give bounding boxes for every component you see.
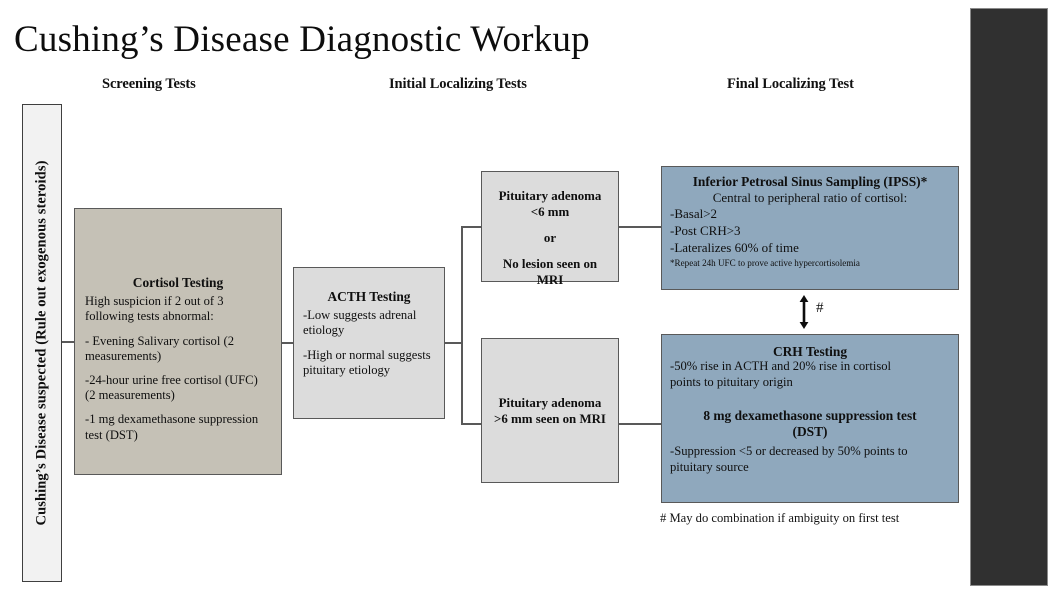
cortisol-line-4: -1 mg dexamethasone suppression test (DS… (85, 412, 259, 442)
cortisol-line-3: -24-hour urine free cortisol (UFC) (2 me… (85, 373, 258, 403)
mri-small-line-1: Pituitary adenoma (498, 189, 602, 203)
acth-line-2: -High or normal suggests pituitary etiol… (303, 347, 431, 377)
right-dark-panel (970, 8, 1048, 586)
crh-dst-title-a: 8 mg dexamethasone suppression test (703, 408, 917, 424)
crh-line-3: -Suppression <5 or decreased by 50% poin… (670, 444, 908, 459)
ipss-footnote: *Repeat 24h UFC to prove active hypercor… (670, 258, 860, 269)
box-cortisol-testing: Cortisol Testing High suspicion if 2 out… (74, 208, 282, 475)
box-mri-adenoma-small: Pituitary adenoma <6 mm or No lesion see… (481, 171, 619, 287)
page-title: Cushing’s Disease Diagnostic Workup (14, 19, 590, 60)
mri-small-line-4: No lesion seen on (502, 257, 598, 271)
mri-small-line-5: MRI (536, 273, 564, 287)
acth-title: ACTH Testing (327, 289, 411, 304)
arrow-hash-label: # (816, 300, 824, 316)
crh-title: CRH Testing (772, 344, 848, 359)
connector-acth-stem (444, 342, 462, 344)
connector-cortisol-to-acth (281, 342, 294, 344)
vertical-bar-cushings-suspected: Cushing’s Disease suspected (Rule out ex… (22, 104, 62, 582)
connector-acth-to-mri-large (461, 423, 482, 425)
ipss-title: Inferior Petrosal Sinus Sampling (IPSS)* (692, 174, 928, 189)
ipss-subtitle: Central to peripheral ratio of cortisol: (712, 190, 908, 206)
double-arrow-icon (799, 295, 809, 329)
connector-mri-large-to-crh (618, 423, 662, 425)
cortisol-line-2: - Evening Salivary cortisol (2 measureme… (85, 333, 234, 363)
crh-dst-title-b: (DST) (792, 424, 828, 440)
diagram-footnote: # May do combination if ambiguity on fir… (660, 511, 900, 525)
box-crh-testing: CRH Testing -50% rise in ACTH and 20% ri… (661, 334, 959, 503)
mri-large-line-1: Pituitary adenoma (498, 395, 602, 410)
column-header-initial-localizing-tests: Initial Localizing Tests (389, 76, 527, 92)
box-acth-testing: ACTH Testing -Low suggests adrenal etiol… (293, 267, 445, 419)
column-header-final-localizing-test: Final Localizing Test (727, 76, 854, 92)
column-header-screening-tests: Screening Tests (102, 76, 196, 92)
ipss-line-3: -Lateralizes 60% of time (670, 240, 799, 256)
connector-bar-to-cortisol (62, 341, 75, 343)
crh-line-2: points to pituitary origin (670, 374, 793, 389)
connector-acth-split-vertical (461, 226, 463, 424)
ipss-line-1: -Basal>2 (670, 206, 718, 222)
crh-line-1: -50% rise in ACTH and 20% rise in cortis… (670, 359, 892, 374)
connector-mri-small-to-ipss (618, 226, 662, 228)
ipss-line-2: -Post CRH>3 (670, 223, 741, 239)
acth-line-1: -Low suggests adrenal etiology (303, 308, 417, 338)
mri-small-line-2: <6 mm (530, 205, 570, 219)
mri-small-line-3: or (543, 231, 557, 245)
connector-acth-to-mri-small (461, 226, 482, 228)
vertical-bar-label: Cushing’s Disease suspected (Rule out ex… (33, 160, 50, 526)
crh-line-4: pituitary source (670, 459, 749, 474)
box-ipss: Inferior Petrosal Sinus Sampling (IPSS)*… (661, 166, 959, 290)
mri-large-line-2: >6 mm seen on MRI (494, 411, 606, 426)
cortisol-title: Cortisol Testing (132, 275, 224, 290)
cortisol-line-1: High suspicion if 2 out of 3 following t… (85, 294, 224, 324)
box-mri-adenoma-large: Pituitary adenoma >6 mm seen on MRI (481, 338, 619, 483)
